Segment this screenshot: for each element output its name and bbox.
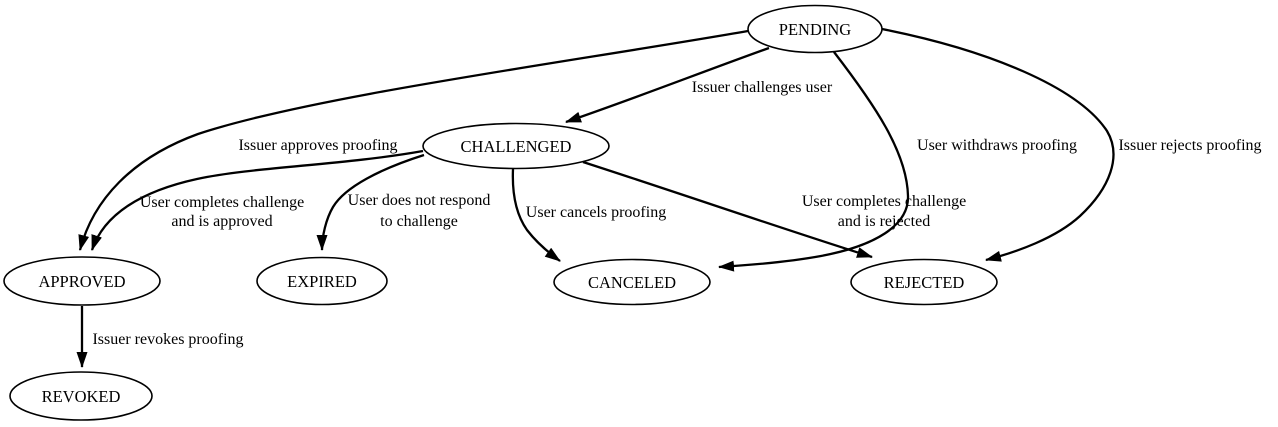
state-ellipse-rejected	[850, 258, 998, 306]
state-label-approved: APPROVED	[38, 272, 125, 291]
state-label-rejected: REJECTED	[884, 273, 965, 292]
state-ellipse-approved	[3, 256, 161, 306]
edge-label-completes-challenge-rejected-line2: and is rejected	[838, 213, 930, 230]
state-label-revoked: REVOKED	[42, 387, 121, 406]
state-node-expired: EXPIRED	[256, 256, 388, 306]
edge-label-completes-challenge-rejected-line1: User completes challenge	[802, 193, 966, 210]
edge-pending-canceled	[718, 51, 910, 272]
state-ellipse-pending	[747, 4, 883, 54]
state-label-canceled: CANCELED	[588, 273, 676, 292]
state-label-expired: EXPIRED	[287, 272, 357, 291]
state-node-challenged: CHALLENGED	[422, 122, 610, 170]
edge-label-issuer-revokes-proofing: Issuer revokes proofing	[92, 331, 243, 348]
state-label-challenged: CHALLENGED	[461, 137, 572, 156]
state-ellipse-canceled	[553, 258, 711, 306]
edge-label-issuer-rejects-proofing: Issuer rejects proofing	[1118, 137, 1261, 154]
edge-label-completes-challenge-approved-line2: and is approved	[171, 213, 272, 230]
edge-labels: Issuer challenges user Issuer approves p…	[92, 79, 1261, 348]
state-node-canceled: CANCELED	[553, 258, 711, 306]
edge-challenged-canceled	[511, 168, 561, 262]
state-ellipse-expired	[256, 256, 388, 306]
edge-challenged-rejected	[582, 160, 873, 259]
state-ellipse-revoked	[9, 371, 153, 421]
edge-pending-challenged	[565, 46, 770, 124]
edge-label-user-cancels-proofing: User cancels proofing	[526, 204, 666, 221]
state-ellipse-challenged	[422, 122, 610, 170]
edge-label-does-not-respond-line2: to challenge	[380, 213, 458, 230]
state-node-revoked: REVOKED	[9, 371, 153, 421]
nodes: PENDING CHALLENGED APPROVED EXPIRED CANC…	[3, 4, 998, 421]
edge-challenged-expired	[316, 153, 425, 251]
edge-label-completes-challenge-approved-line1: User completes challenge	[140, 194, 304, 211]
state-node-pending: PENDING	[747, 4, 883, 54]
edge-label-issuer-approves-proofing: Issuer approves proofing	[238, 137, 397, 154]
edge-label-does-not-respond-line1: User does not respond	[348, 192, 491, 209]
edges	[76, 27, 1115, 368]
edge-pending-rejected	[881, 27, 1115, 262]
state-node-approved: APPROVED	[3, 256, 161, 306]
edge-label-user-withdraws-proofing: User withdraws proofing	[917, 137, 1077, 154]
edge-pending-approved	[78, 29, 749, 251]
edge-label-issuer-challenges-user: Issuer challenges user	[692, 79, 833, 96]
state-node-rejected: REJECTED	[850, 258, 998, 306]
edge-challenged-approved	[90, 149, 424, 251]
state-label-pending: PENDING	[779, 20, 851, 39]
